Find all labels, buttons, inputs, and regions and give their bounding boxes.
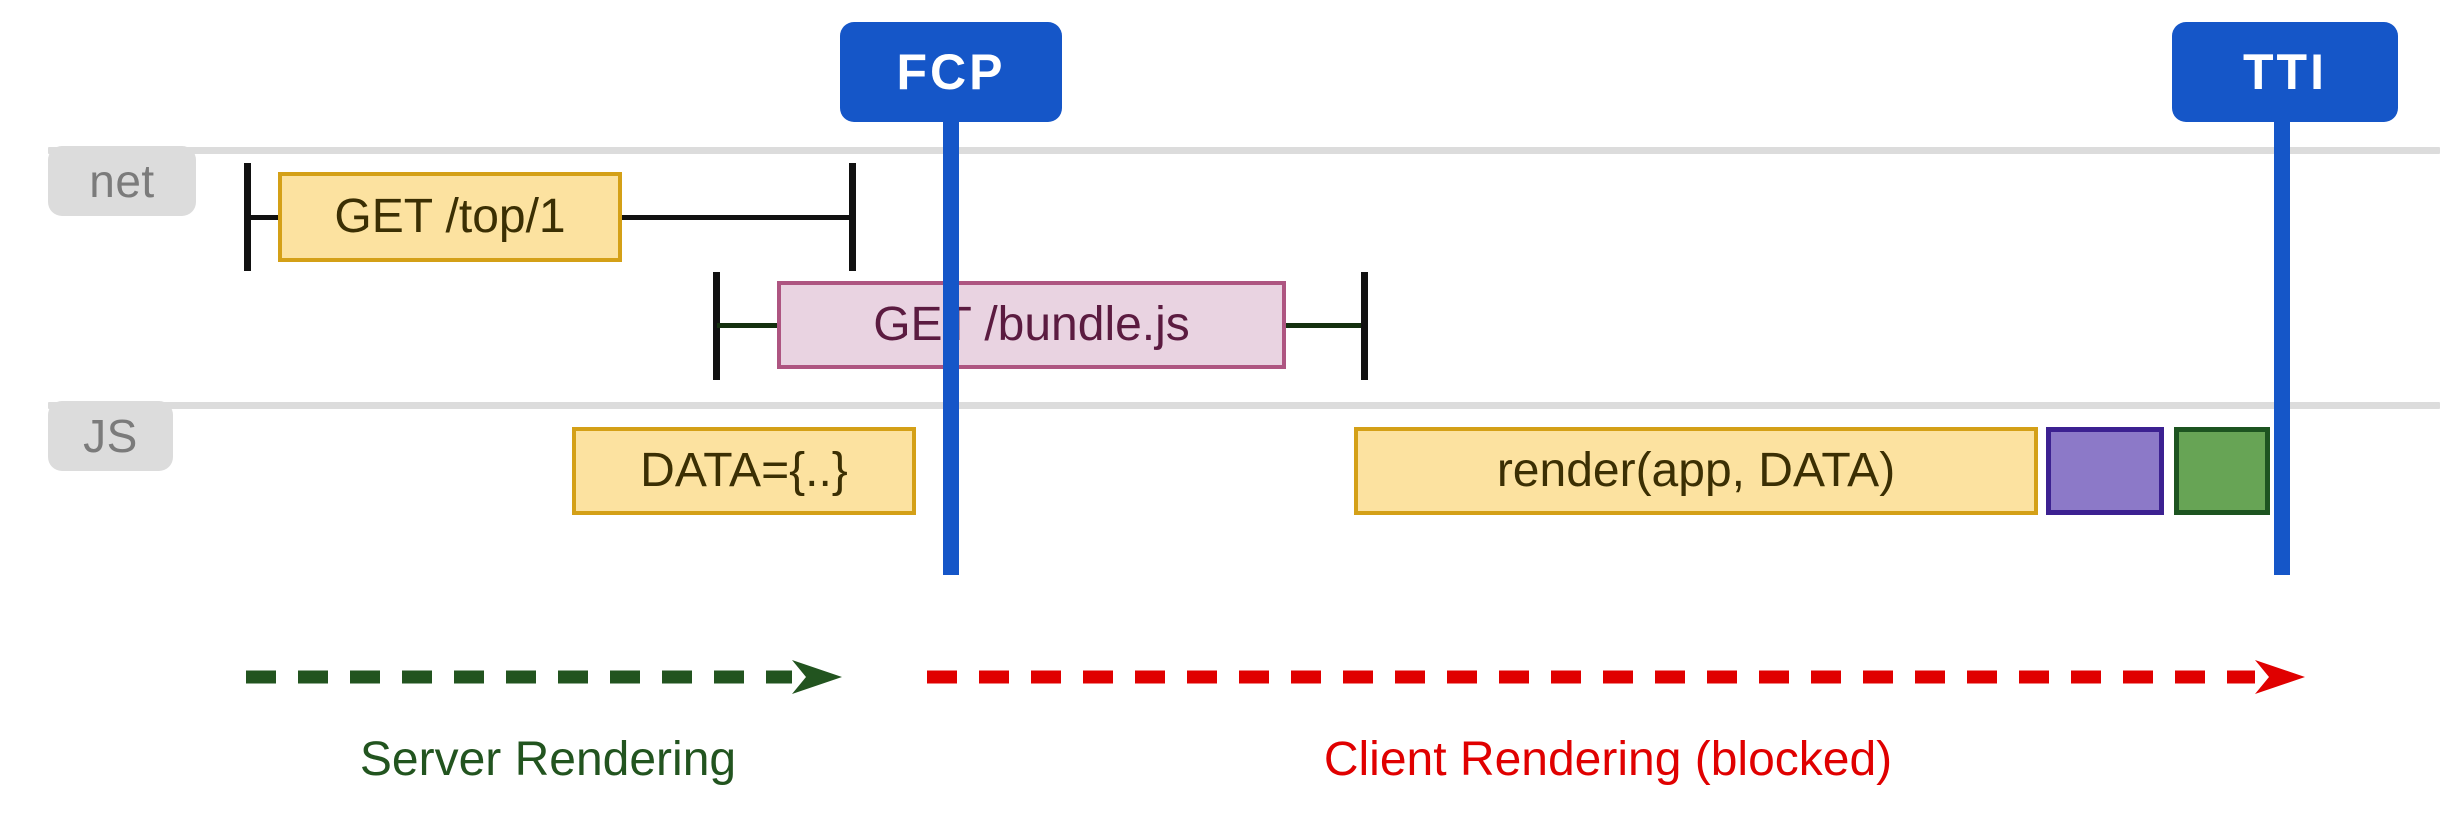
activity-label-get-top-1: GET /top/1 bbox=[334, 190, 566, 243]
lane-rule-js bbox=[48, 402, 2440, 409]
lane-tab-js-label: JS bbox=[83, 410, 138, 462]
activity-box-render-app[interactable]: render(app, DATA) bbox=[1354, 427, 2038, 515]
milestone-fcp-label: FCP bbox=[896, 44, 1006, 100]
request-whisker-left-top1 bbox=[248, 215, 284, 220]
phase-label-client-rendering-text: Client Rendering (blocked) bbox=[1323, 733, 1893, 786]
activity-label-data-assign: DATA={..} bbox=[640, 444, 848, 497]
milestone-tti-label: TTI bbox=[2243, 44, 2327, 100]
activity-label-get-bundle-js: GET /bundle.js bbox=[873, 298, 1190, 351]
request-end-tick-bundle bbox=[1361, 272, 1368, 380]
phase-arrow-client-rendering bbox=[927, 660, 2305, 694]
activity-box-data-assign[interactable]: DATA={..} bbox=[572, 427, 916, 515]
request-start-tick-top1 bbox=[244, 163, 251, 271]
lane-rule-net bbox=[48, 147, 2440, 154]
milestone-tti-line bbox=[2274, 118, 2290, 575]
lane-tab-js: JS bbox=[48, 401, 173, 471]
activity-box-get-bundle-js[interactable]: GET /bundle.js bbox=[777, 281, 1286, 369]
request-end-tick-top1 bbox=[849, 163, 856, 271]
request-whisker-left-bundle bbox=[717, 323, 781, 328]
request-start-tick-bundle bbox=[713, 272, 720, 380]
lane-tab-net-label: net bbox=[89, 155, 155, 207]
phase-label-server-rendering-text: Server Rendering bbox=[359, 733, 737, 786]
request-whisker-right-bundle bbox=[1282, 323, 1365, 328]
activity-label-render-app: render(app, DATA) bbox=[1496, 444, 1896, 497]
milestone-fcp-badge[interactable]: FCP bbox=[840, 22, 1062, 122]
request-whisker-right-top1 bbox=[618, 215, 853, 220]
activity-box-hydrate-task-purple[interactable] bbox=[2046, 427, 2164, 515]
milestone-tti-badge[interactable]: TTI bbox=[2172, 22, 2398, 122]
activity-box-paint-task-green[interactable] bbox=[2174, 427, 2270, 515]
activity-box-get-top-1[interactable]: GET /top/1 bbox=[278, 172, 622, 262]
lane-tab-net: net bbox=[48, 146, 196, 216]
phase-label-server-rendering: Server Rendering bbox=[248, 736, 848, 784]
phase-arrow-server-rendering bbox=[246, 660, 842, 694]
phase-label-client-rendering: Client Rendering (blocked) bbox=[1008, 736, 2208, 784]
